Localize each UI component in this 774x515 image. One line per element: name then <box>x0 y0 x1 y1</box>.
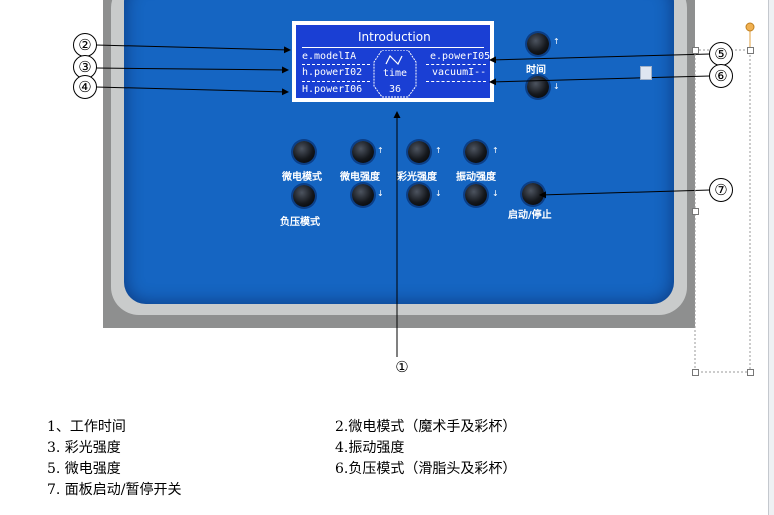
lcd-time-value: 36 <box>389 84 402 95</box>
resize-handle[interactable] <box>747 47 754 54</box>
arrow-down-icon: ↓ <box>492 189 499 198</box>
lcd-dash <box>426 64 486 65</box>
arrow-up-icon: ↑ <box>377 146 384 155</box>
start-stop-label: 启动/停止 <box>508 210 552 221</box>
callout-7: ⑦ <box>709 178 733 202</box>
resize-handle[interactable] <box>747 369 754 376</box>
lcd-screen: Introduction e.modelIA h.powerI02 H.powe… <box>292 21 494 102</box>
negative-pressure-mode-label: 负压模式 <box>280 217 320 228</box>
legend-item-6: 6.负压模式（滑脂头及彩杯） <box>335 461 517 477</box>
lcd-dash <box>302 64 370 65</box>
legend-item-2: 2.微电模式（魔术手及彩杯） <box>335 419 517 435</box>
callout-6: ⑥ <box>709 64 733 88</box>
vibration-strength-down-button[interactable] <box>465 184 487 206</box>
time-label: 时间 <box>526 65 546 76</box>
micro-current-mode-label: 微电模式 <box>282 172 322 183</box>
vibration-strength-label: 振动强度 <box>456 172 496 183</box>
lcd-H-power: H.powerI06 <box>302 84 363 95</box>
legend-item-3: 3. 彩光强度 <box>47 440 121 456</box>
lcd-dash <box>302 81 370 82</box>
lcd-vacuum: vacuumI-- <box>432 67 487 78</box>
arrow-up-icon: ↑ <box>435 146 442 155</box>
callout-4: ④ <box>73 75 97 99</box>
time-up-button[interactable] <box>527 33 549 55</box>
micro-strength-label: 微电强度 <box>340 172 380 183</box>
lcd-e-power: e.powerI05 <box>430 51 491 62</box>
lcd-time-label: time <box>383 68 408 79</box>
micro-strength-up-button[interactable] <box>352 141 374 163</box>
lcd-divider <box>302 47 484 48</box>
lcd-h-power: h.powerI02 <box>302 67 363 78</box>
arrow-up-icon: ↑ <box>553 37 560 46</box>
legend-item-5: 5. 微电强度 <box>47 461 121 477</box>
resize-handle[interactable] <box>692 369 699 376</box>
color-light-strength-label: 彩光强度 <box>397 172 437 183</box>
callout-2: ② <box>73 33 97 57</box>
legend-item-4: 4.振动强度 <box>335 440 405 456</box>
callout-5: ⑤ <box>709 42 733 66</box>
arrow-up-icon: ↑ <box>492 146 499 155</box>
arrow-down-icon: ↓ <box>435 189 442 198</box>
color-light-strength-up-button[interactable] <box>408 141 430 163</box>
start-stop-button[interactable] <box>522 183 544 205</box>
lcd-dash <box>426 81 486 82</box>
lcd-model: e.modelIA <box>302 51 357 62</box>
negative-pressure-mode-button[interactable] <box>293 185 315 207</box>
resize-handle[interactable] <box>692 208 699 215</box>
color-light-strength-down-button[interactable] <box>408 184 430 206</box>
layout-options-icon[interactable] <box>640 66 652 80</box>
side-pane-edge <box>768 0 774 515</box>
legend-item-1: 1、工作时间 <box>47 419 126 435</box>
vibration-strength-up-button[interactable] <box>465 141 487 163</box>
resize-handle[interactable] <box>692 47 699 54</box>
micro-strength-down-button[interactable] <box>352 184 374 206</box>
callout-1: ① <box>395 358 409 376</box>
time-down-button[interactable] <box>527 76 549 98</box>
lcd-title: Introduction <box>358 30 431 44</box>
waveform-icon <box>385 54 403 66</box>
lcd-display: Introduction e.modelIA h.powerI02 H.powe… <box>296 25 490 98</box>
arrow-down-icon: ↓ <box>553 82 560 91</box>
arrow-down-icon: ↓ <box>377 189 384 198</box>
legend-item-7: 7. 面板启动/暂停开关 <box>47 482 182 498</box>
lcd-time-frame <box>373 50 417 98</box>
micro-current-mode-button[interactable] <box>293 141 315 163</box>
